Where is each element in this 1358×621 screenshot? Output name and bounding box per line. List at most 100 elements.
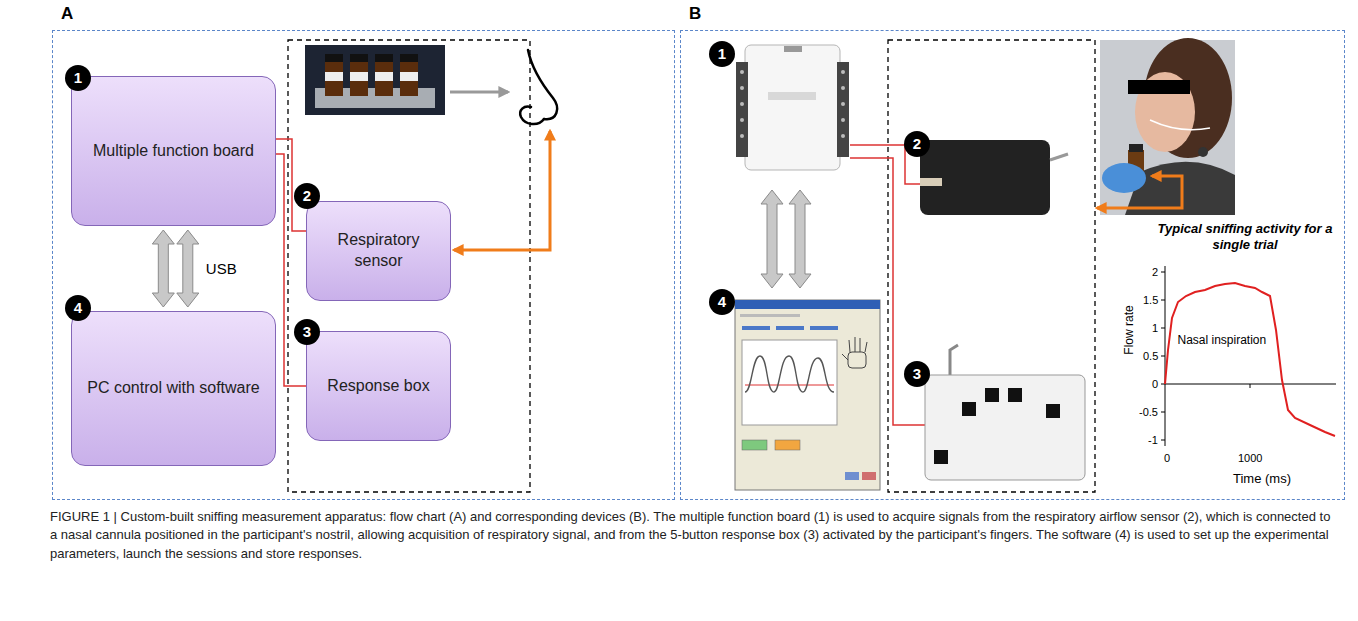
flow-chart-axes <box>1161 300 1165 301</box>
daq-board-image <box>841 134 845 138</box>
participant-photo <box>1198 147 1208 157</box>
daq-board-image <box>784 46 802 52</box>
odor-vials-photo <box>350 54 368 62</box>
response-box-image <box>1008 388 1022 402</box>
response-box-image <box>962 402 976 416</box>
software-screenshot <box>860 338 861 352</box>
software-screenshot <box>742 340 837 425</box>
edge-label: USB <box>204 260 239 277</box>
axis-label: 1.5 <box>1143 294 1158 306</box>
software-screenshot <box>845 472 859 480</box>
participant-photo <box>1129 144 1143 152</box>
participant-photo <box>1102 163 1146 193</box>
odor-vials-photo <box>325 54 343 62</box>
daq-board-image <box>740 86 744 90</box>
odor-vials-photo <box>305 45 445 115</box>
software-screenshot <box>865 342 867 352</box>
process-box: Response box <box>306 331 451 441</box>
box-label: PC control with software <box>87 378 260 399</box>
flow-chart-axes <box>1250 384 1251 388</box>
odor-vials-photo <box>375 60 393 96</box>
callout-number: 1 <box>65 65 91 91</box>
daq-board-image <box>740 118 744 122</box>
panel-frame: AMultiple function boardRespiratory sens… <box>52 30 675 500</box>
daq-board-image <box>841 118 845 122</box>
daq-board-image <box>841 102 845 106</box>
software-screenshot <box>776 326 804 330</box>
axis-label: 1000 <box>1238 452 1262 464</box>
participant-photo <box>1150 120 1210 130</box>
callout-number: 1 <box>709 41 735 67</box>
axis-label: 0 <box>1152 378 1158 390</box>
nose-drawing <box>520 107 544 125</box>
callout-number: 2 <box>294 183 320 209</box>
software-screenshot <box>848 352 866 368</box>
software-screenshot <box>855 337 856 352</box>
callout-number: 4 <box>709 289 735 315</box>
axis-label: 1 <box>1152 322 1158 334</box>
response-box-image <box>934 450 948 464</box>
daq-board-image <box>736 45 849 170</box>
daq-board-image <box>736 62 748 157</box>
response-box-image <box>950 345 958 375</box>
software-screenshot <box>862 472 876 480</box>
panel-frame: B <box>680 30 1345 500</box>
flow-curve <box>1165 283 1335 436</box>
software-screenshot <box>842 337 867 368</box>
odor-vials-photo <box>400 72 418 81</box>
participant-photo <box>1128 80 1190 94</box>
flow-chart-axes <box>1161 440 1165 441</box>
group-frame <box>288 40 530 492</box>
process-box: Multiple function board <box>71 76 276 226</box>
software-screenshot <box>849 340 850 352</box>
odor-vials-photo <box>350 72 368 81</box>
axis-label: 0.5 <box>1143 350 1158 362</box>
daq-board-image <box>745 45 840 170</box>
usb-arrow <box>177 230 199 307</box>
software-screenshot <box>842 354 848 360</box>
odor-vials-photo <box>375 54 393 62</box>
callout-number: 2 <box>904 131 930 157</box>
odor-vials-photo <box>375 72 393 81</box>
airflow-sensor-image <box>920 178 942 186</box>
odor-vials-photo <box>400 54 418 62</box>
participant-photo <box>1100 38 1235 215</box>
response-box-image <box>925 345 1085 480</box>
process-box: PC control with software <box>71 311 276 466</box>
box-label: Respiratory sensor <box>315 230 442 272</box>
software-screenshot <box>735 300 880 490</box>
software-screenshot <box>745 385 834 386</box>
odor-vials-photo <box>400 60 418 96</box>
axis-label: 0 <box>1164 452 1170 464</box>
daq-board-image <box>837 62 849 157</box>
odor-vials-photo <box>325 60 343 96</box>
flow-chart-axes <box>1161 272 1165 273</box>
odor-vials-photo <box>325 72 343 81</box>
software-screenshot <box>735 300 880 490</box>
daq-board-image <box>740 70 744 74</box>
box-label: Multiple function board <box>93 141 254 162</box>
axis-label: Flow rate <box>1121 305 1135 354</box>
process-box: Respiratory sensor <box>306 201 451 301</box>
callout-number: 3 <box>904 361 930 387</box>
flow-chart-axes <box>1161 266 1336 446</box>
axis-label: -1 <box>1148 434 1158 446</box>
panel-letter: B <box>689 4 701 24</box>
usb-arrow <box>152 230 174 307</box>
software-screenshot <box>735 300 880 309</box>
usb-arrow <box>789 190 811 288</box>
software-screenshot <box>742 440 767 450</box>
callout-number: 3 <box>294 319 320 345</box>
axis-label: Nasal inspiration <box>1178 333 1267 347</box>
airflow-arrow <box>1097 176 1182 208</box>
figure-caption: FIGURE 1 | Custom-built sniffing measure… <box>50 508 1340 563</box>
group-frame <box>888 40 1095 492</box>
axis-label: 2 <box>1152 266 1158 278</box>
software-screenshot <box>810 326 838 330</box>
response-box-image <box>925 375 1085 480</box>
daq-board-image <box>841 86 845 90</box>
daq-board-image <box>841 70 845 74</box>
usb-arrow <box>761 190 783 288</box>
daq-board-image <box>740 134 744 138</box>
box-label: Response box <box>327 376 429 397</box>
